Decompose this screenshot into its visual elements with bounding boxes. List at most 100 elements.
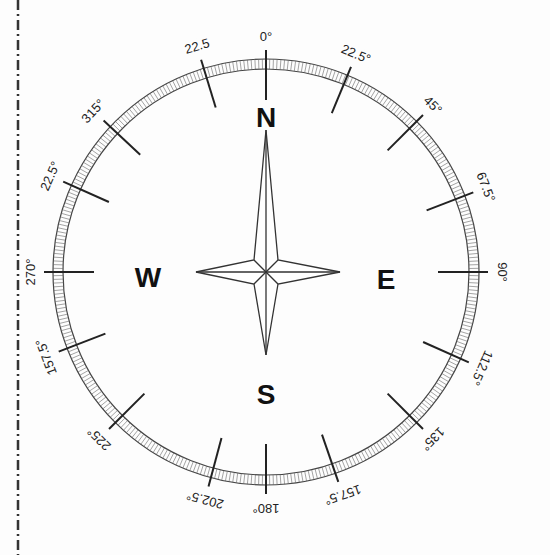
hatch-stroke: [445, 367, 454, 372]
hatch-stroke: [207, 467, 210, 477]
hatch-stroke: [280, 60, 282, 70]
major-tick: [44, 271, 94, 273]
hatch-stroke: [469, 257, 479, 259]
hatch-stroke: [53, 282, 63, 284]
hatch-stroke: [319, 66, 322, 76]
hatch-stroke: [454, 192, 463, 196]
hatch-stroke: [70, 351, 79, 355]
hatch-stroke: [469, 275, 479, 276]
hatch-stroke: [176, 456, 180, 465]
hatch-stroke: [75, 361, 84, 365]
hatch-stroke: [374, 444, 379, 452]
hatch-stroke: [467, 242, 477, 243]
hatch-stroke: [53, 268, 63, 269]
hatch-stroke: [468, 253, 478, 255]
hatch-stroke: [156, 89, 161, 98]
hatch-stroke: [236, 473, 237, 483]
hatch-stroke: [222, 64, 224, 74]
hatch-stroke: [59, 224, 69, 226]
bearing-label: 67.5°: [473, 169, 499, 207]
hatch-stroke: [453, 189, 462, 193]
hatch-stroke: [96, 394, 104, 400]
hatch-stroke: [339, 462, 343, 471]
hatch-stroke: [251, 60, 253, 70]
hatch-stroke: [440, 377, 449, 382]
hatch-stroke: [291, 61, 292, 71]
hatch-stroke: [61, 328, 71, 331]
hatch-stroke: [69, 348, 78, 352]
hatch-stroke: [459, 206, 469, 209]
hatch-stroke: [70, 189, 79, 193]
hatch-stroke: [56, 304, 66, 306]
hatch-stroke: [63, 335, 73, 338]
hatch-stroke: [87, 156, 95, 161]
hatch-stroke: [308, 64, 310, 74]
hatch-stroke: [430, 147, 438, 153]
hatch-stroke: [65, 203, 75, 206]
hatch-stroke: [82, 374, 91, 379]
hatch-stroke: [287, 60, 288, 70]
hatch-stroke: [78, 172, 87, 177]
hatch-stroke: [468, 246, 478, 247]
hatch-stroke: [463, 321, 473, 323]
hatch-stroke: [56, 235, 66, 237]
hatch-stroke: [428, 144, 436, 150]
hatch-stroke: [150, 93, 155, 101]
hatch-stroke: [85, 380, 93, 385]
bearing-label: 22.5: [181, 35, 213, 58]
bearing-label: 0°: [258, 29, 274, 44]
hatch-stroke: [87, 383, 95, 388]
hatch-stroke: [244, 60, 245, 70]
hatch-stroke: [364, 450, 369, 459]
hatch-stroke: [173, 455, 177, 464]
hatch-stroke: [329, 69, 332, 79]
hatch-stroke: [461, 213, 471, 216]
hatch-stroke: [258, 59, 259, 69]
bearing-label: 180°: [251, 501, 282, 516]
hatch-stroke: [240, 474, 241, 484]
hatch-stroke: [229, 472, 231, 482]
hatch-stroke: [144, 98, 150, 106]
hatch-stroke: [78, 367, 87, 372]
hatch-stroke: [169, 453, 174, 462]
hatch-stroke: [215, 65, 217, 75]
cardinal-letter: N: [256, 102, 276, 134]
hatch-stroke: [173, 81, 177, 90]
hatch-stroke: [85, 159, 93, 164]
hatch-stroke: [225, 63, 227, 73]
hatch-stroke: [82, 166, 91, 171]
hatch-stroke: [464, 318, 474, 320]
hatch-stroke: [466, 235, 476, 237]
hatch-stroke: [89, 153, 97, 159]
hatch-stroke: [166, 84, 171, 93]
hatch-stroke: [449, 179, 458, 183]
bearing-label: 202.5°: [183, 487, 227, 512]
hatch-stroke: [56, 239, 66, 241]
hatch-stroke: [364, 86, 369, 95]
inner-ring: [63, 69, 469, 475]
hatch-stroke: [54, 293, 64, 294]
hatch-stroke: [434, 153, 442, 159]
bearing-label: 270°: [23, 257, 38, 288]
hatch-stroke: [312, 470, 314, 480]
hatch-stroke: [450, 182, 459, 186]
cardinal-letter: E: [377, 264, 396, 296]
hatch-stroke: [59, 221, 69, 223]
hatch-stroke: [150, 442, 155, 450]
major-tick: [59, 334, 106, 352]
major-tick: [427, 192, 474, 210]
hatch-stroke: [458, 338, 468, 341]
hatch-stroke: [444, 169, 453, 174]
hatch-stroke: [453, 351, 462, 355]
hatch-stroke: [329, 465, 332, 475]
hatch-stroke: [465, 228, 475, 230]
hatch-stroke: [66, 341, 75, 345]
hatch-stroke: [382, 438, 388, 446]
hatch-stroke: [438, 159, 446, 164]
hatch-stroke: [80, 370, 89, 375]
hatch-stroke: [160, 448, 165, 457]
hatch-stroke: [345, 459, 349, 468]
hatch-stroke: [312, 65, 314, 75]
hatch-stroke: [179, 457, 183, 466]
